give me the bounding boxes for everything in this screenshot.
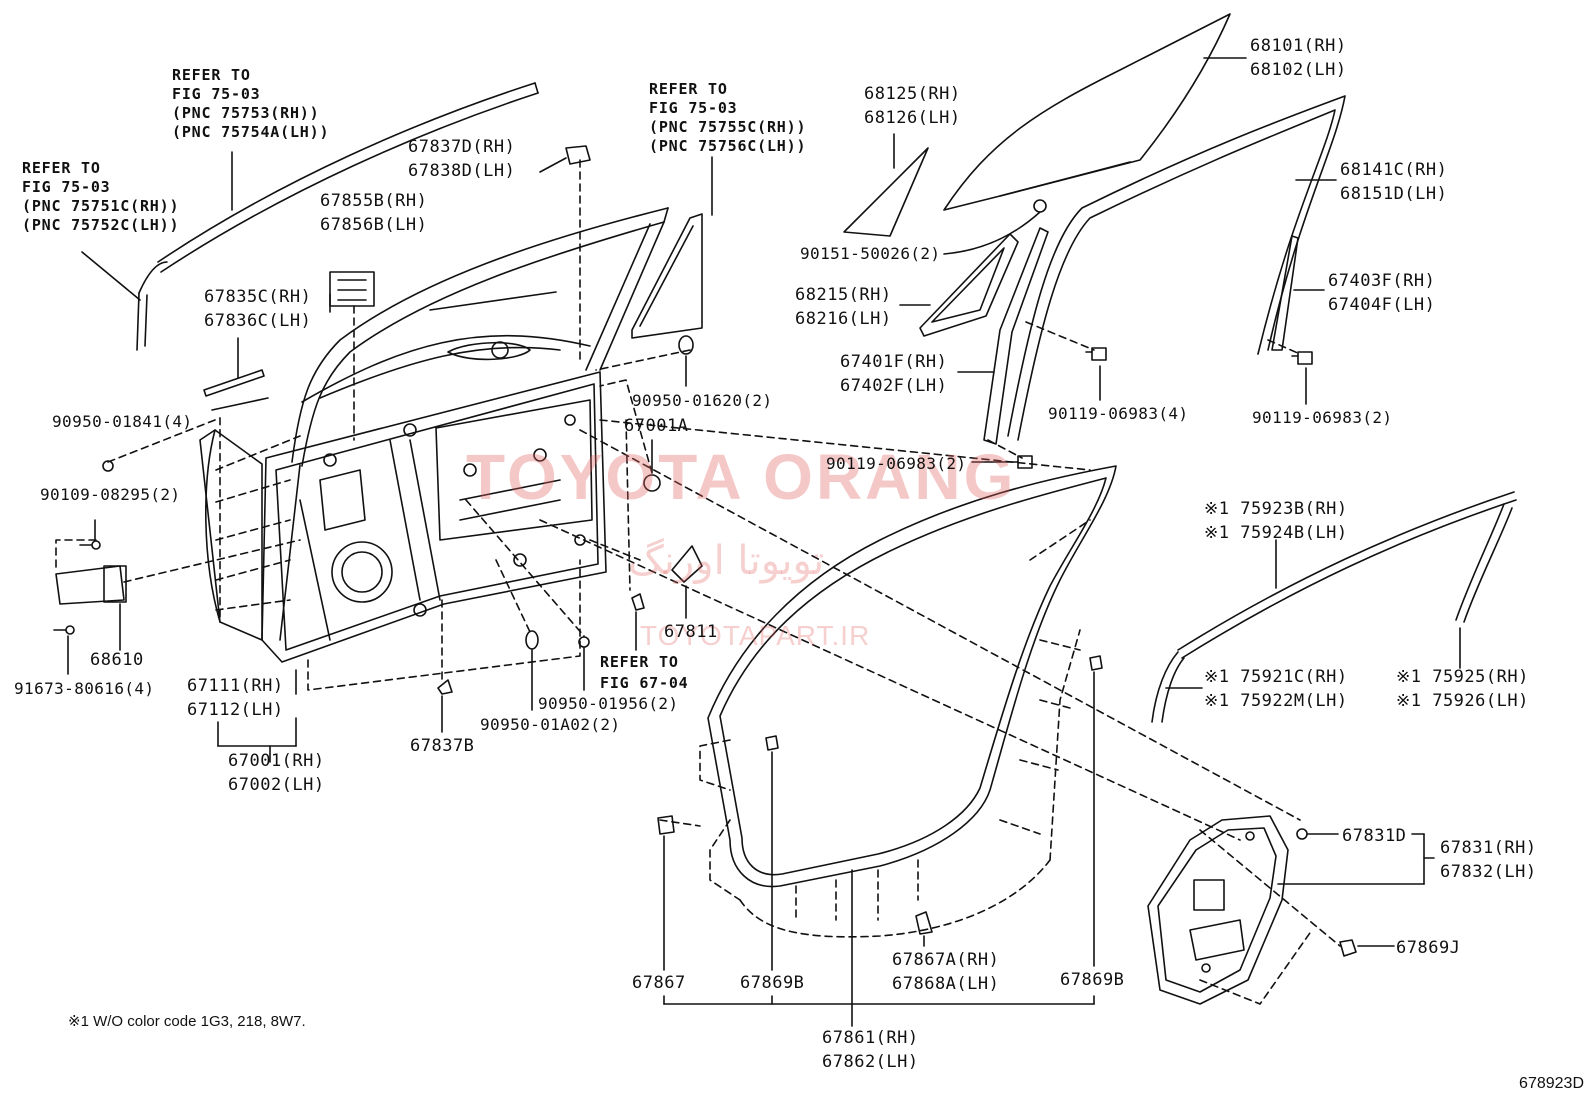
label-91673-80616: 91673-80616(4) [14,679,155,698]
watermark-site: TOYOTAPART.IR [640,620,871,651]
label-67835C: 67835C(RH) 67836C(LH) [204,287,312,331]
label-67831D: 67831D [1342,826,1407,846]
leaders-door [67,157,687,763]
label-67403F: 67403F(RH) 67404F(LH) [1328,271,1436,315]
label-67837B: 67837B [410,736,475,756]
label-67837D: 67837D(RH) 67838D(LH) [408,137,516,181]
upper-frame-moulding [157,82,539,273]
label-67869J: 67869J [1396,938,1461,958]
label-90119-06983-4: 90119-06983(4) [1048,404,1189,423]
label-67001: 67001(RH) 67002(LH) [228,751,325,795]
label-68610: 68610 [90,650,144,670]
label-68125: 68125(RH) 68126(LH) [864,84,961,128]
label-75921C: ※1 75921C(RH) ※1 75922M(LH) [1204,667,1348,711]
door-upper-trim [301,291,591,403]
label-refer-75753: REFER TO FIG 75-03 (PNC 75753(RH)) (PNC … [172,66,330,141]
part-67001A [643,474,661,492]
label-refer-75755: REFER TO FIG 75-03 (PNC 75755C(RH)) (PNC… [649,80,807,155]
label-68101: 68101(RH) 68102(LH) [1250,36,1347,80]
label-68215: 68215(RH) 68216(LH) [795,285,892,329]
rear-channel-67403F [1271,235,1299,351]
part-67837D [565,145,591,165]
rear-pillar-garnish [631,213,703,339]
service-hole-cover [1147,815,1289,1005]
label-90950-01841: 90950-01841(4) [52,412,193,431]
door-check-68610 [55,565,125,605]
label-refer-67-04: REFER TO FIG 67-04 [600,653,689,692]
leader-90151 [943,211,1041,255]
dashed-leaders-weatherstrip [659,519,1091,938]
label-90151-50026: 90151-50026(2) [800,244,941,263]
label-90950-01956: 90950-01956(2) [538,694,679,713]
label-90119-06983-2b: 90119-06983(2) [1252,408,1393,427]
moulding-75921C [1151,651,1185,723]
run-channel-68141C [1007,95,1346,441]
dashed-leaders-glass [987,321,1301,459]
label-refer-75751: REFER TO FIG 75-03 (PNC 75751C(RH)) (PNC… [22,159,180,234]
quarter-glass-68125 [843,147,929,237]
leaders-weatherstrip [663,671,1095,1027]
clip-90151 [1033,199,1047,213]
center-channel-67401F [983,227,1049,445]
leaders-cover [1277,833,1435,947]
label-67811: 67811 [664,622,718,642]
door-glass-68101 [943,13,1231,211]
label-68141C: 68141C(RH) 68151D(LH) [1340,160,1448,204]
part-67811 [671,545,703,583]
label-90119-06983-2a: 90119-06983(2) [826,454,967,473]
door-weatherstrip [707,465,1117,888]
label-67831: 67831(RH) 67832(LH) [1440,838,1537,882]
label-67111: 67111(RH) 67112(LH) [187,676,284,720]
label-67855B: 67855B(RH) 67856B(LH) [320,191,428,235]
part-67855B [329,271,375,307]
figure-code: 678923D [1519,1075,1584,1092]
door-inner-panel [261,341,607,663]
label-67867: 67867 [632,973,686,993]
door-outer-panel [199,429,263,641]
label-67001A: 67001A [624,416,689,436]
label-75925: ※1 75925(RH) ※1 75926(LH) [1396,667,1529,711]
clip-67869J [1339,939,1357,957]
quarter-weatherstrip-68215 [919,233,1019,337]
label-75923B: ※1 75923B(RH) ※1 75924B(LH) [1204,499,1348,543]
label-90109-08295: 90109-08295(2) [40,485,181,504]
label-67861: 67861(RH) 67862(LH) [822,1028,919,1072]
weatherstrip-clips [657,655,1103,935]
watermark-brand: TOYOTA ORANG [466,441,1017,513]
moulding-75923B [1177,491,1517,659]
label-90950-01620: 90950-01620(2) [632,391,773,410]
label-67867A: 67867A(RH) 67868A(LH) [892,950,1000,994]
moulding-75925 [1455,503,1513,623]
label-90950-01A02: 90950-01A02(2) [480,715,621,734]
leader-75751 [81,251,141,301]
label-67869B-right: 67869B [1060,970,1125,990]
label-67869B-left: 67869B [740,973,805,993]
footnote: ※1 W/O color code 1G3, 218, 8W7. [68,1013,306,1030]
watermark-farsi: تویوتا اورنگ [628,538,825,584]
clip-67831D [1296,828,1308,840]
dashed-leaders-cover [1199,829,1341,1005]
dashed-leaders-door [55,159,1301,841]
label-67401F: 67401F(RH) 67402F(LH) [840,352,948,396]
part-67835C [203,369,265,397]
front-pillar-moulding [136,261,168,351]
